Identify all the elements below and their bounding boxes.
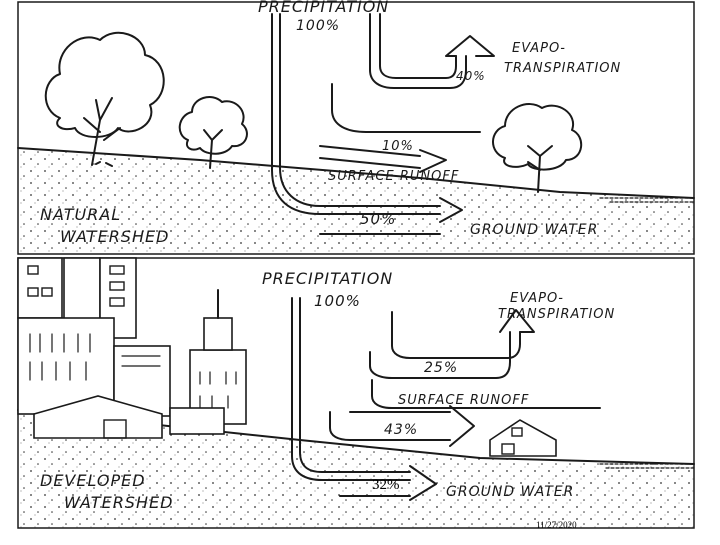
right-tree-icon <box>492 103 582 193</box>
natural-runoff-arrow <box>319 145 421 169</box>
natural-ground-line <box>17 147 695 199</box>
developed-watershed-label-1: DEVELOPED <box>40 471 146 490</box>
developed-ground <box>18 410 694 528</box>
natural-ground <box>18 148 694 254</box>
developed-precip-groundwater-arrow <box>291 297 411 481</box>
natural-evapo-label-1: EVAPO- <box>512 41 566 56</box>
developed-evapo-percent: 25% <box>424 360 458 376</box>
developed-runoff-percent: 43% <box>384 422 418 438</box>
small-house-icon <box>489 419 557 457</box>
developed-groundwater-label: GROUND WATER <box>446 484 574 500</box>
natural-precipitation-label: PRECIPITATION <box>258 0 389 16</box>
natural-precipitation-percent: 100% <box>296 18 340 34</box>
developed-watershed-label-2: WATERSHED <box>64 493 173 512</box>
natural-runoff-percent: 10% <box>382 139 414 154</box>
developed-precipitation-percent: 100% <box>314 292 361 310</box>
developed-groundwater-percent: 32% <box>372 477 400 493</box>
natural-runoff-label: SURFACE RUNOFF <box>328 169 459 184</box>
natural-evapo-loop-arrow <box>331 83 481 133</box>
developed-evapo-label-1: EVAPO- <box>510 291 564 306</box>
developed-panel: PRECIPITATION 100% EVAPO- TRANSPIRATION … <box>17 257 695 530</box>
small-tree-icon <box>178 96 248 169</box>
natural-evapo-arrow <box>369 13 467 89</box>
developed-evapo-label-2: TRANSPIRATION <box>498 307 615 322</box>
natural-watershed-label-2: WATERSHED <box>60 227 169 246</box>
developed-runoff-label: SURFACE RUNOFF <box>398 393 529 408</box>
developed-precipitation-label: PRECIPITATION <box>262 269 393 288</box>
large-tree-icon <box>44 31 165 167</box>
natural-evapo-percent: 40% <box>456 69 486 83</box>
natural-watershed-label-1: NATURAL <box>40 205 121 224</box>
natural-panel: PRECIPITATION 100% EVAPO- TRANSPIRATION … <box>17 0 695 255</box>
developed-evapo-arrow <box>391 311 521 359</box>
natural-groundwater-percent: 50% <box>360 210 396 228</box>
footer-date: 11/27/2020 <box>536 520 577 530</box>
natural-precip-groundwater-arrow <box>271 13 441 215</box>
natural-groundwater-label: GROUND WATER <box>470 222 598 238</box>
developed-runoff-loop-arrow <box>371 379 601 409</box>
natural-water-edge <box>599 197 695 203</box>
developed-runoff-arrow <box>329 411 451 441</box>
natural-evapo-label-2: TRANSPIRATION <box>504 61 621 76</box>
city-buildings-icon <box>17 257 247 439</box>
